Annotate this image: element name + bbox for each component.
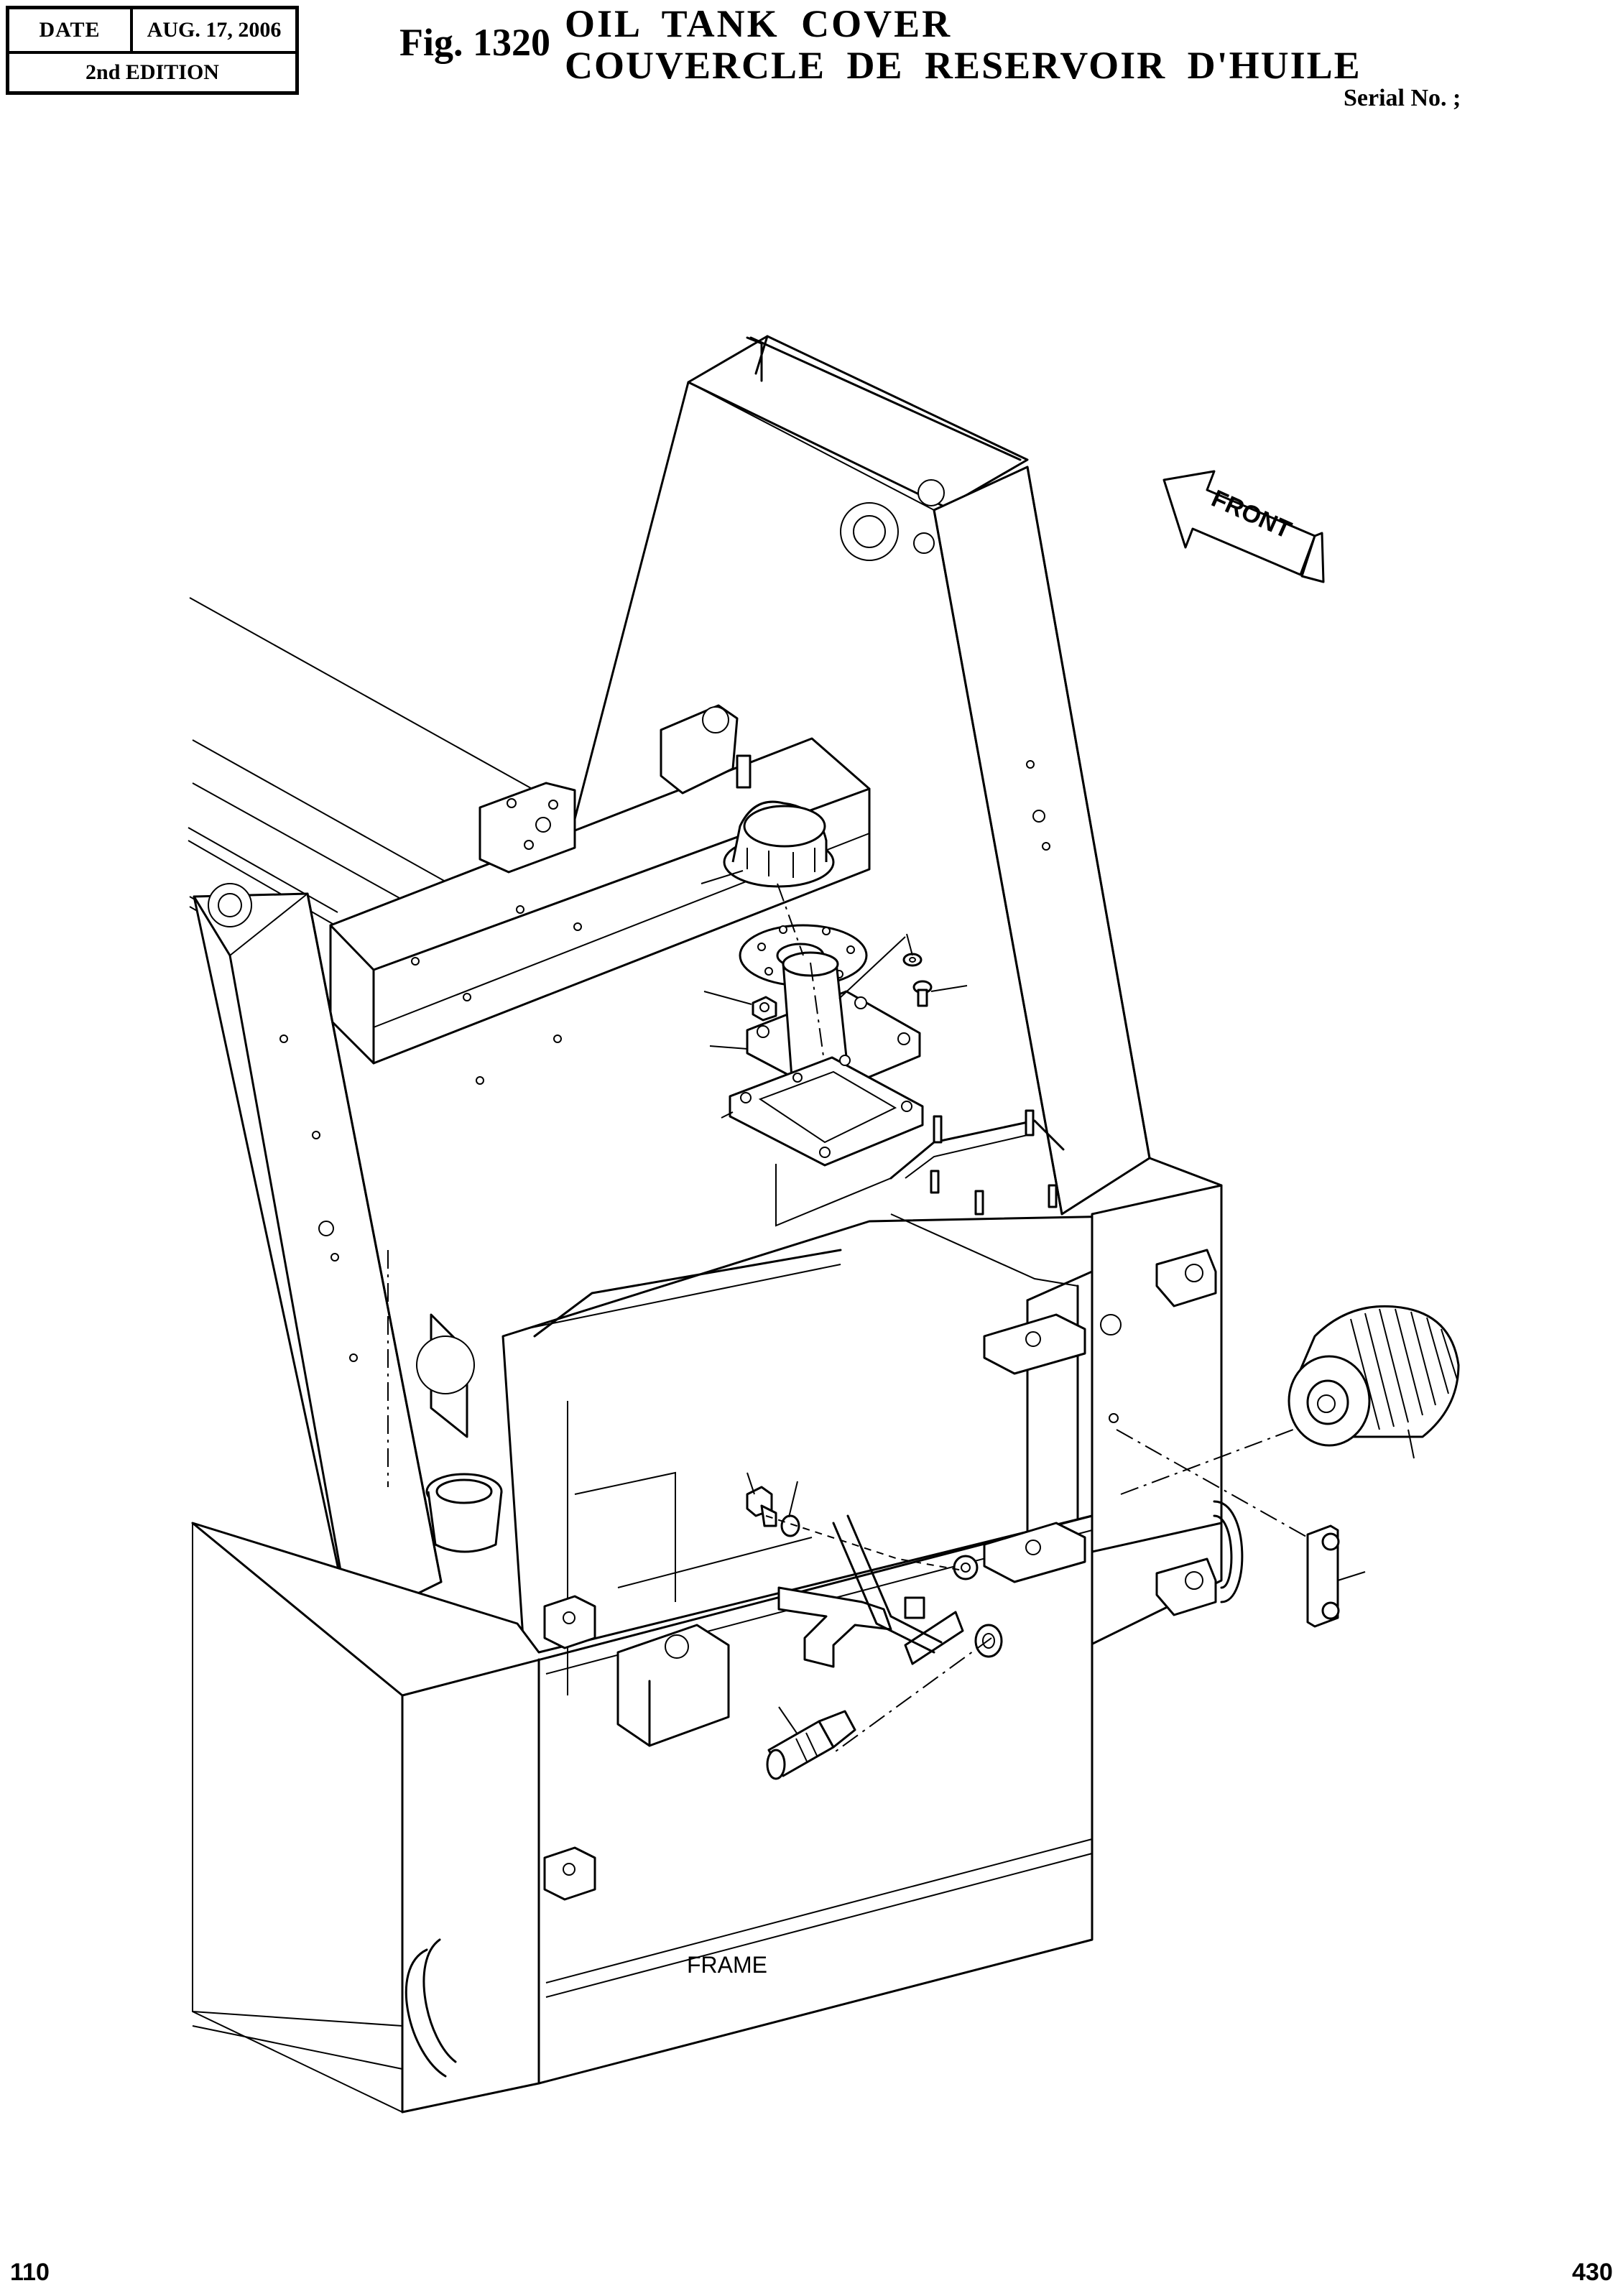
figure-number: Fig. 1320 xyxy=(399,21,550,64)
suction-pipe xyxy=(777,1514,1003,1668)
cover-plate xyxy=(746,951,921,1096)
front-arrow: FRONT xyxy=(1162,470,1325,583)
tank-top-recess xyxy=(889,1109,1065,1216)
clamp-bracket xyxy=(1306,1524,1340,1628)
date-label: DATE xyxy=(9,9,133,51)
gasket xyxy=(729,1055,924,1167)
right-side-hardware xyxy=(983,1249,1244,1616)
return-filter xyxy=(1288,1305,1460,1447)
breather-cap xyxy=(723,800,835,888)
level-gauge xyxy=(953,1555,979,1580)
date-edition-box: DATE AUG. 17, 2006 2nd EDITION xyxy=(6,6,299,95)
filler-neck xyxy=(425,1473,503,1553)
frame-holes xyxy=(208,479,1122,1423)
frame-bracket xyxy=(479,704,752,874)
date-value: AUG. 17, 2006 xyxy=(147,18,282,42)
page-number-left: 110 xyxy=(10,2259,50,2286)
title-french: COUVERCLE DE RESERVOIR D'HUILE xyxy=(565,44,1362,87)
drain-plug xyxy=(746,1486,777,1527)
assembly-lines xyxy=(387,883,1308,1754)
leader-lines xyxy=(701,870,1415,1735)
nut xyxy=(752,996,777,1022)
tow-hook xyxy=(404,1938,457,2078)
edition-label: 2nd EDITION xyxy=(85,60,219,84)
washer xyxy=(902,953,923,967)
lower-brackets xyxy=(543,1595,730,1901)
sensor xyxy=(766,1710,856,1780)
title-english: OIL TANK COVER xyxy=(565,2,953,45)
o-ring xyxy=(780,1514,800,1537)
page-number-right: 430 xyxy=(1572,2259,1613,2286)
main-frame xyxy=(188,335,1223,2114)
frame-label: FRAME xyxy=(687,1952,767,1978)
bolt xyxy=(912,980,933,1007)
serial-number-label: Serial No. ; xyxy=(1344,85,1461,111)
date-row: DATE AUG. 17, 2006 xyxy=(9,9,295,54)
